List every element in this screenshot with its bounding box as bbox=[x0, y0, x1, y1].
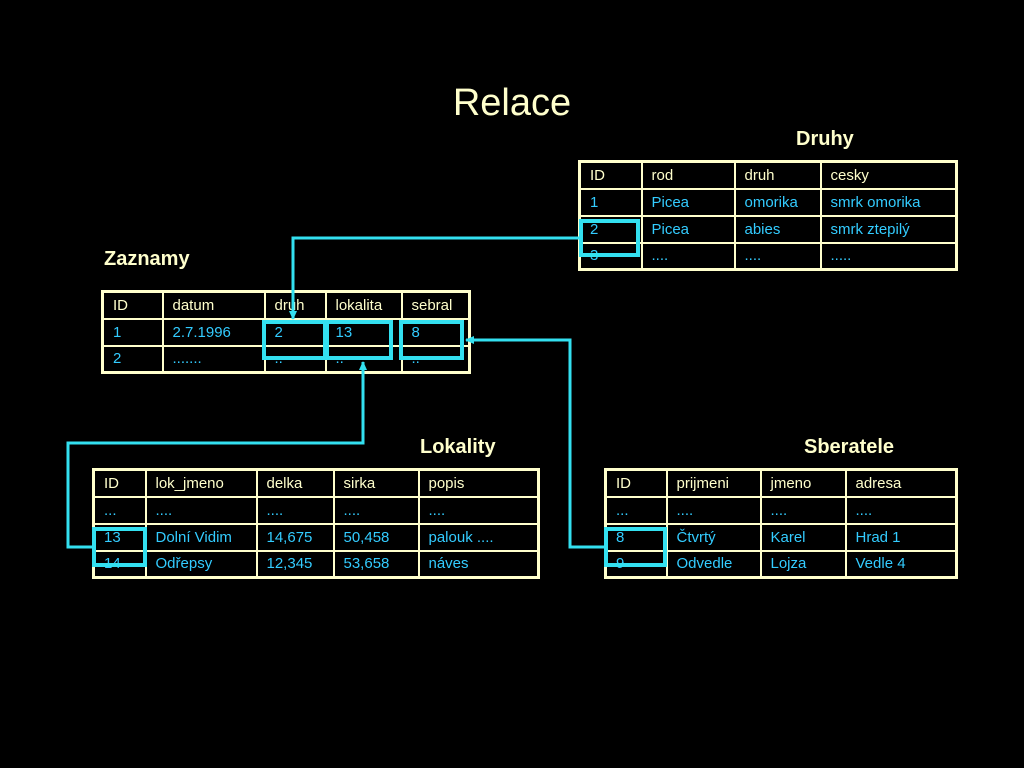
table-cell: Dolní Vidim bbox=[144, 522, 258, 552]
table-cell: abies bbox=[733, 214, 822, 244]
slide-title: Relace bbox=[452, 82, 572, 124]
header-cell: ID bbox=[604, 468, 668, 498]
sberatele-id-highlight bbox=[604, 527, 667, 567]
header-cell: popis bbox=[417, 468, 540, 498]
header-cell: delka bbox=[255, 468, 335, 498]
header-cell: adresa bbox=[844, 468, 958, 498]
table-cell: .... bbox=[759, 495, 847, 525]
zaznamy-druh-highlight bbox=[262, 320, 327, 360]
header-cell: druh bbox=[733, 160, 822, 190]
table-cell: Lojza bbox=[759, 549, 847, 579]
table-cell: ..... bbox=[819, 241, 958, 271]
header-cell: ID bbox=[92, 468, 147, 498]
table-row: 1 Picea omorika smrk omorika bbox=[578, 187, 958, 217]
table-header-row: ID prijmeni jmeno adresa bbox=[604, 468, 958, 498]
table-row: 8 Čtvrtý Karel Hrad 1 bbox=[604, 522, 958, 552]
table-cell: náves bbox=[417, 549, 540, 579]
header-cell: lok_jmeno bbox=[144, 468, 258, 498]
table-cell: 50,458 bbox=[332, 522, 420, 552]
table-header-row: ID rod druh cesky bbox=[578, 160, 958, 190]
table-row: ... .... .... .... bbox=[604, 495, 958, 525]
table-cell: Vedle 4 bbox=[844, 549, 958, 579]
zaznamy-lokalita-highlight bbox=[325, 320, 393, 360]
table-cell: 14,675 bbox=[255, 522, 335, 552]
table-cell: Picea bbox=[640, 214, 736, 244]
druh-relation-line bbox=[289, 236, 581, 320]
table-cell: omorika bbox=[733, 187, 822, 217]
table-cell: 2.7.1996 bbox=[161, 317, 266, 347]
druhy-label: Druhy bbox=[796, 128, 854, 150]
table-cell: palouk .... bbox=[417, 522, 540, 552]
zaznamy-label: Zaznamy bbox=[104, 248, 190, 270]
table-cell: .... bbox=[332, 495, 420, 525]
table-cell: 1 bbox=[101, 317, 164, 347]
header-cell: cesky bbox=[819, 160, 958, 190]
header-cell: sebral bbox=[400, 290, 471, 320]
table-cell: Čtvrtý bbox=[665, 522, 762, 552]
table-cell: Odvedle bbox=[665, 549, 762, 579]
table-cell: 1 bbox=[578, 187, 643, 217]
table-cell: 53,658 bbox=[332, 549, 420, 579]
table-row: ... .... .... .... .... bbox=[92, 495, 540, 525]
lokality-label: Lokality bbox=[420, 436, 496, 458]
table-cell: ... bbox=[604, 495, 668, 525]
zaznamy-sebral-highlight bbox=[399, 320, 464, 360]
sberatele-table: ID prijmeni jmeno adresa ... .... .... .… bbox=[604, 468, 958, 579]
lokality-id-highlight bbox=[92, 527, 147, 567]
header-cell: jmeno bbox=[759, 468, 847, 498]
table-cell: Odřepsy bbox=[144, 549, 258, 579]
table-cell: Karel bbox=[759, 522, 847, 552]
sebral-relation-line bbox=[465, 336, 606, 549]
sberatele-label: Sberatele bbox=[804, 436, 895, 458]
table-cell: .... bbox=[144, 495, 258, 525]
table-cell: Picea bbox=[640, 187, 736, 217]
table-cell: smrk omorika bbox=[819, 187, 958, 217]
header-cell: datum bbox=[161, 290, 266, 320]
table-cell: ... bbox=[92, 495, 147, 525]
druhy-id-highlight bbox=[579, 219, 640, 257]
table-cell: .... bbox=[844, 495, 958, 525]
table-cell: .... bbox=[417, 495, 540, 525]
table-cell: .... bbox=[255, 495, 335, 525]
table-cell: .... bbox=[733, 241, 822, 271]
header-cell: ID bbox=[101, 290, 164, 320]
header-cell: rod bbox=[640, 160, 736, 190]
table-cell: Hrad 1 bbox=[844, 522, 958, 552]
lokalita-relation-line bbox=[66, 361, 367, 549]
header-cell: lokalita bbox=[324, 290, 403, 320]
table-cell: .... bbox=[640, 241, 736, 271]
header-cell: prijmeni bbox=[665, 468, 762, 498]
header-cell: sirka bbox=[332, 468, 420, 498]
header-cell: ID bbox=[578, 160, 643, 190]
table-cell: smrk ztepilý bbox=[819, 214, 958, 244]
table-cell: 12,345 bbox=[255, 549, 335, 579]
table-cell: .... bbox=[665, 495, 762, 525]
table-cell: 2 bbox=[101, 344, 164, 374]
table-header-row: ID lok_jmeno delka sirka popis bbox=[92, 468, 540, 498]
table-cell: ....... bbox=[161, 344, 266, 374]
